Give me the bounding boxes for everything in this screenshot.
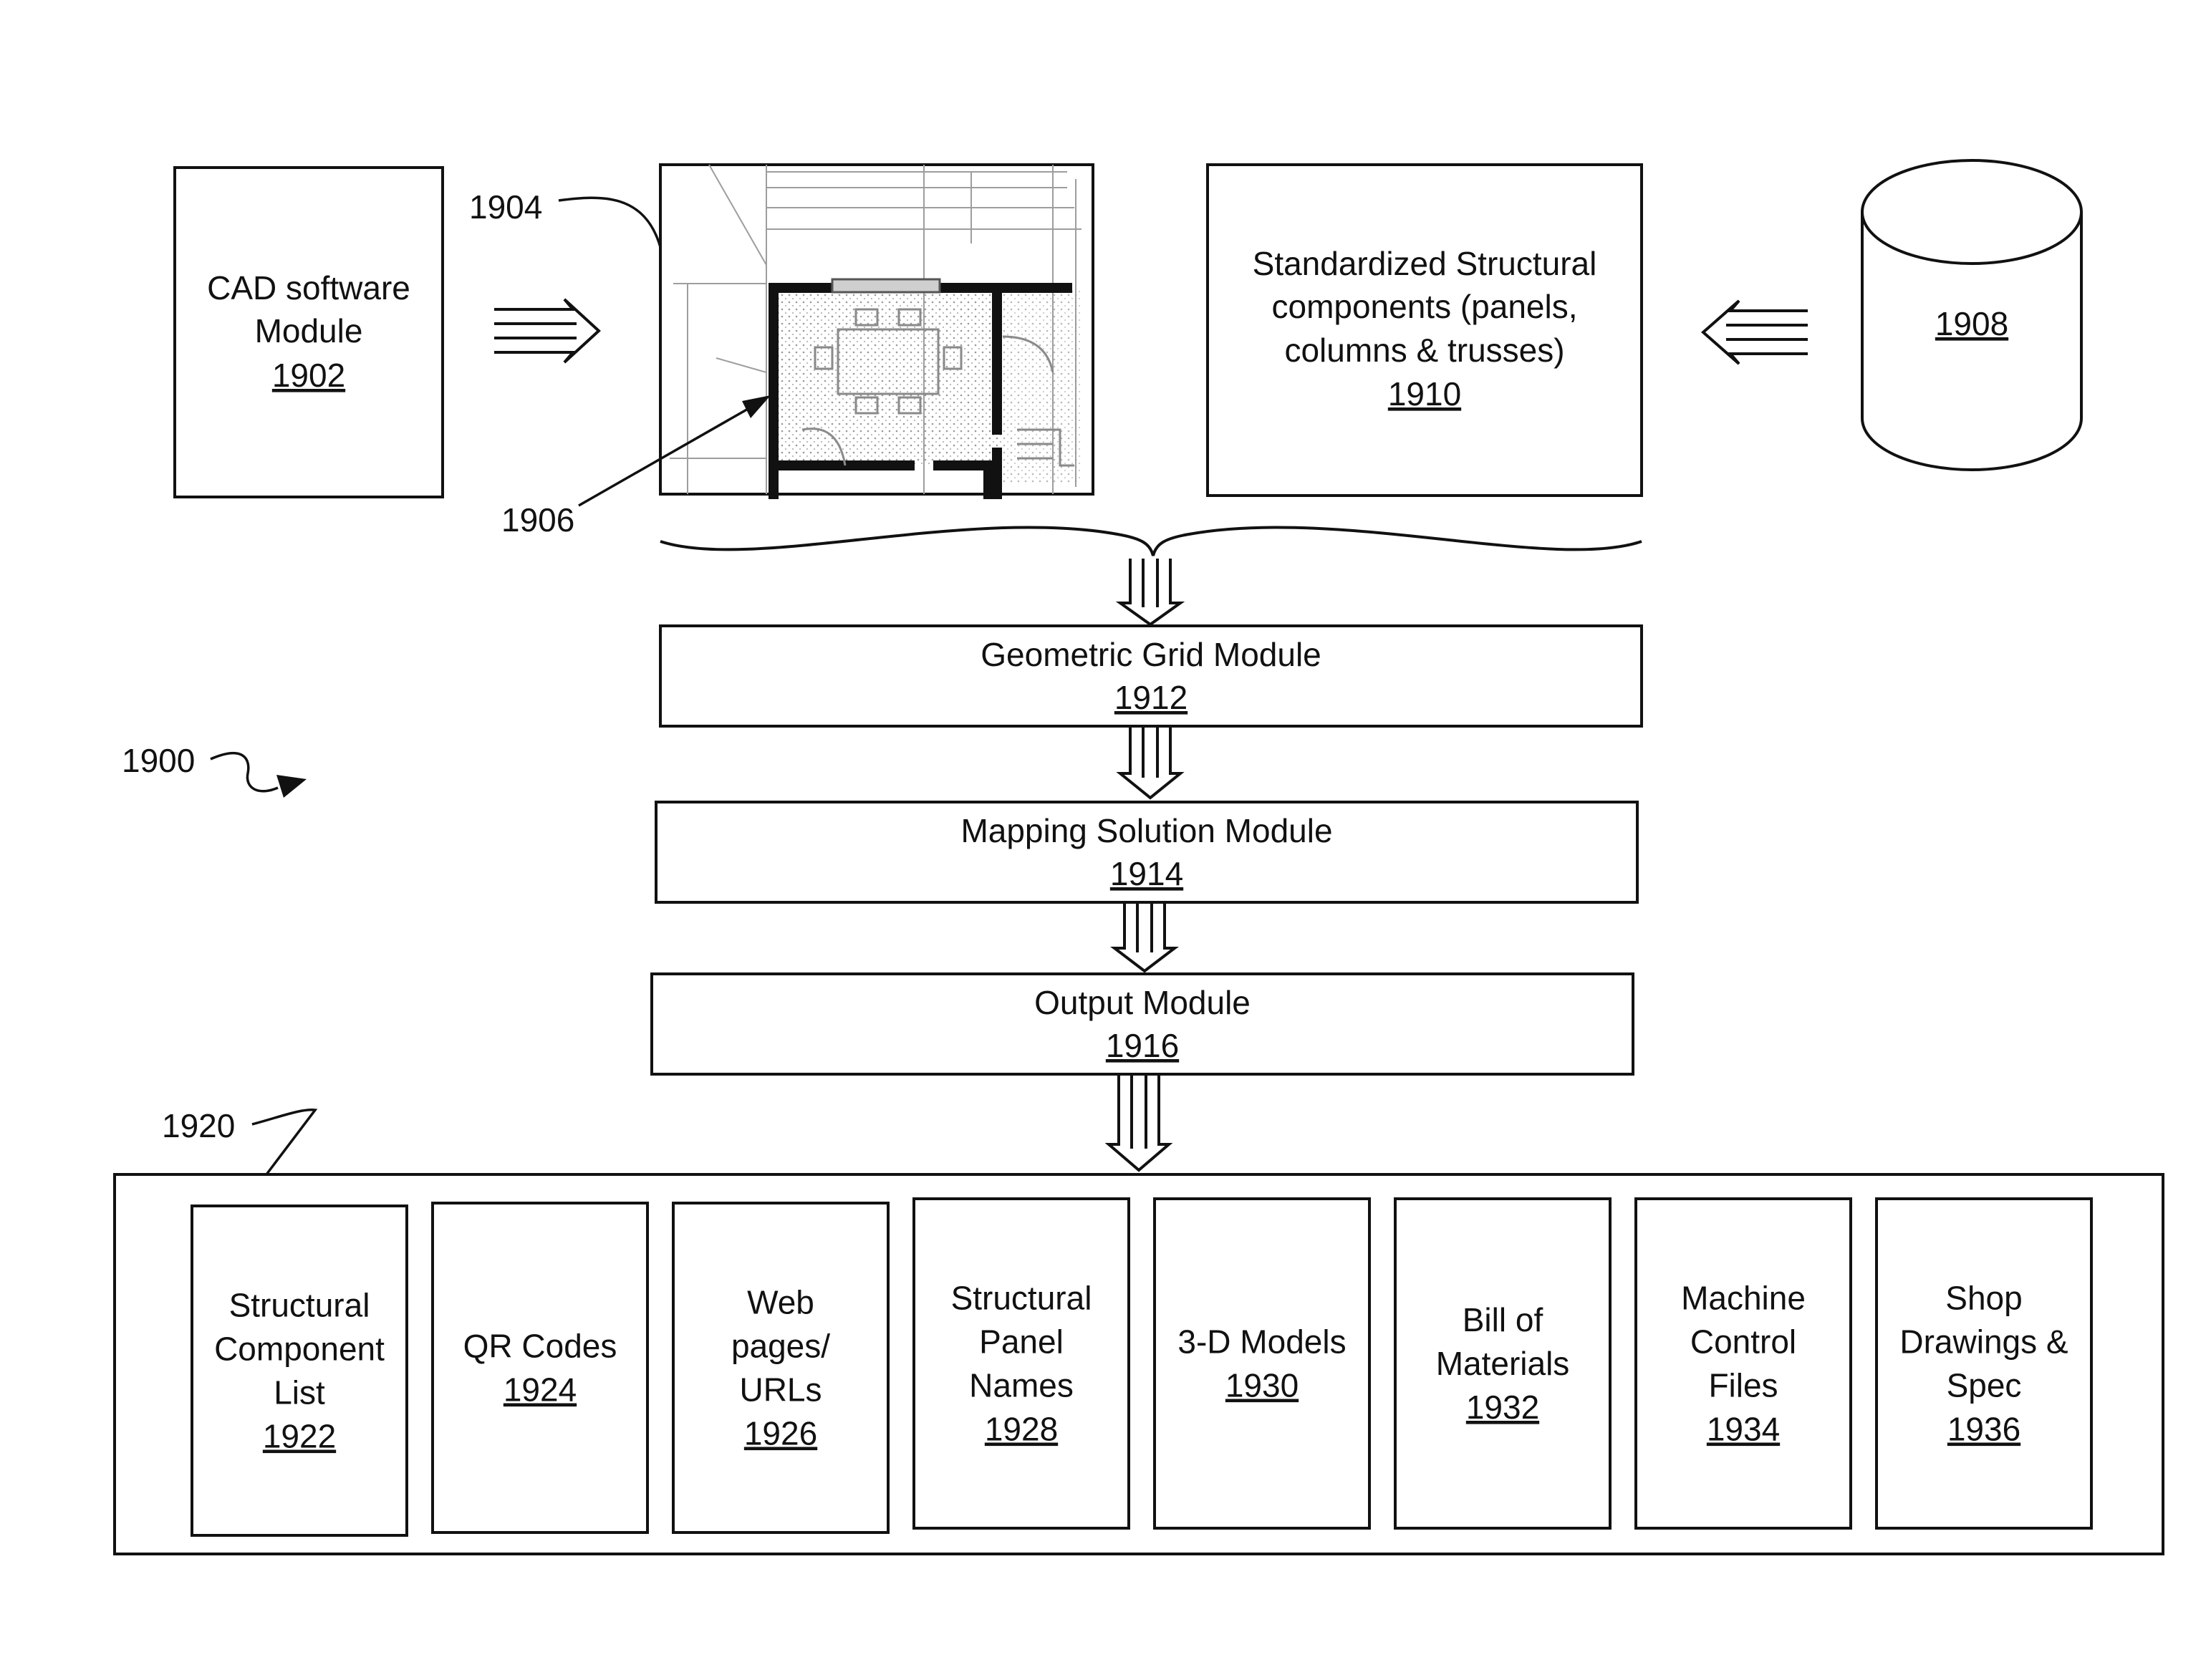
standardized-components-box: Standardized Structural components (pane…	[1208, 165, 1642, 496]
std-label-line-2: components (panels,	[1271, 288, 1577, 325]
figure-ref-1900: 1900	[122, 742, 195, 779]
arrow-grid-to-mapping	[1120, 726, 1180, 798]
deliverable-frame	[914, 1199, 1129, 1528]
deliverable-label-line: Structural	[229, 1287, 370, 1324]
callout-1920: 1920	[162, 1107, 235, 1144]
std-label-line-3: columns & trusses)	[1284, 332, 1564, 369]
deliverable-label-line: Structural	[951, 1280, 1092, 1317]
deliverable-label-line: Drawings &	[1899, 1323, 2068, 1361]
deliverable-label-line: Names	[969, 1367, 1074, 1404]
deliverable-frame	[433, 1203, 647, 1532]
deliverable-box-1926: Web pages/URLs 1926	[673, 1203, 888, 1532]
deliverable-label-line: Machine	[1681, 1280, 1806, 1317]
deliverable-label-line: Panel	[979, 1323, 1064, 1361]
deliverable-ref: 1928	[985, 1411, 1058, 1448]
geometric-grid-module: Geometric Grid Module 1912	[660, 626, 1642, 726]
mapping-module-ref: 1914	[1110, 855, 1183, 892]
callout-1904-leader	[559, 198, 660, 247]
mapping-module-name: Mapping Solution Module	[960, 812, 1332, 849]
deliverable-box-1936: ShopDrawings & Spec 1936	[1877, 1199, 2091, 1528]
deliverable-box-1930: 3-D Models 1930	[1155, 1199, 1369, 1528]
deliverable-label-line: List	[274, 1374, 325, 1411]
database-cylinder: 1908	[1862, 160, 2081, 470]
deliverable-frame	[673, 1203, 888, 1532]
deliverable-box-1922: StructuralComponentList 1922	[192, 1206, 407, 1535]
deliverable-box-1924: QR Codes 1924	[433, 1203, 647, 1532]
deliverable-label-line: Spec	[1947, 1367, 2022, 1404]
grouping-brace	[660, 527, 1642, 556]
cad-label-line-1: CAD software	[207, 269, 410, 306]
figure-ref-arrowhead	[276, 775, 307, 798]
deliverable-label-line: 3-D Models	[1177, 1323, 1346, 1361]
deliverable-box-1928: StructuralPanelNames 1928	[914, 1199, 1129, 1528]
deliverable-ref: 1926	[744, 1415, 817, 1452]
grid-module-name: Geometric Grid Module	[981, 636, 1321, 673]
deliverable-frame	[1636, 1199, 1851, 1528]
deliverable-ref: 1922	[263, 1418, 336, 1455]
output-module-ref: 1916	[1106, 1027, 1179, 1064]
deliverable-frame	[192, 1206, 407, 1535]
cad-software-module: CAD software Module 1902	[175, 168, 443, 497]
deliverable-label-line: Web	[747, 1284, 814, 1321]
deliverable-ref: 1930	[1225, 1367, 1299, 1404]
arrow-to-grid-module	[1120, 559, 1180, 624]
callout-1920-leader	[252, 1110, 315, 1174]
deliverable-frame	[1155, 1199, 1369, 1528]
std-ref: 1910	[1388, 375, 1461, 412]
cad-label-line-2: Module	[255, 312, 363, 349]
std-label-line-1: Standardized Structural	[1253, 245, 1597, 282]
mapping-solution-module: Mapping Solution Module 1914	[656, 802, 1637, 902]
callout-1904: 1904	[469, 188, 542, 226]
callout-1906: 1906	[501, 501, 574, 539]
deliverable-ref: 1924	[504, 1371, 577, 1409]
deliverable-label-line: Component	[214, 1331, 385, 1368]
arrow-output-to-deliverables	[1109, 1074, 1169, 1170]
deliverable-ref: 1932	[1466, 1389, 1539, 1426]
deliverable-label-line: URLs	[739, 1371, 822, 1409]
deliverable-label-line: pages/	[731, 1328, 830, 1365]
deliverable-label-line: Bill of	[1463, 1301, 1543, 1338]
database-ref: 1908	[1935, 305, 2008, 342]
deliverable-ref: 1936	[1947, 1411, 2020, 1448]
deliverable-ref: 1934	[1707, 1411, 1780, 1448]
deliverable-box-1934: MachineControlFiles 1934	[1636, 1199, 1851, 1528]
deliverable-label-line: Materials	[1436, 1345, 1570, 1382]
grid-module-ref: 1912	[1114, 679, 1188, 716]
deliverable-label-line: Shop	[1945, 1280, 2022, 1317]
deliverable-label-line: Control	[1690, 1323, 1796, 1361]
arrow-db-to-standardized	[1703, 301, 1808, 364]
arrow-cad-to-plan	[494, 299, 599, 362]
cad-ref: 1902	[272, 357, 345, 394]
floor-plan-drawing	[660, 165, 1093, 494]
deliverable-label-line: Files	[1708, 1367, 1778, 1404]
arrow-mapping-to-output	[1114, 902, 1175, 971]
output-module: Output Module 1916	[652, 974, 1633, 1074]
deliverables-container	[115, 1174, 2163, 1554]
deliverable-label-line: QR Codes	[463, 1328, 617, 1365]
deliverable-box-1932: Bill of Materials 1932	[1395, 1199, 1610, 1528]
output-module-name: Output Module	[1034, 984, 1251, 1021]
figure-ref-leader	[211, 753, 278, 791]
deliverable-frame	[1877, 1199, 2091, 1528]
